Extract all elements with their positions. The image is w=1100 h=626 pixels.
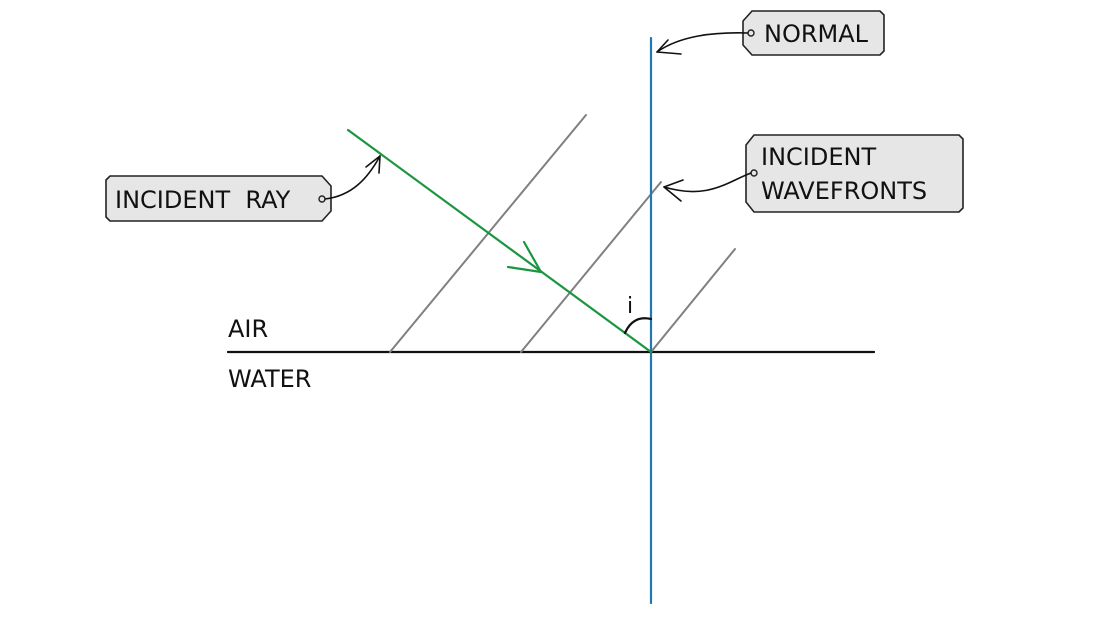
normal-tag: NORMAL (656, 10, 885, 56)
incident-wavefronts-pointer-arrowhead (663, 179, 684, 202)
water-label: WATER (228, 365, 311, 393)
incident-wavefronts-tag-label-line-2: WAVEFRONTS (761, 177, 927, 205)
angle-of-incidence-arc (623, 317, 653, 335)
angle-of-incidence-label: i (627, 294, 633, 319)
incident-ray-tag: INCIDENT RAY (105, 155, 381, 222)
normal-tag-shape (742, 10, 885, 56)
incident-ray-pointer-line (324, 155, 381, 200)
incident-wavefronts-tag: INCIDENT WAVEFRONTS (663, 134, 964, 213)
incident-ray-pointer-arrowhead (365, 155, 381, 174)
normal-pointer-arrowhead (656, 39, 682, 55)
incident-ray-tag-label: INCIDENT RAY (115, 186, 291, 214)
normal-tag-label: NORMAL (764, 20, 869, 48)
incident-ray (346, 128, 653, 354)
normal-pointer-line (656, 32, 749, 53)
incident-ray-line (346, 128, 653, 354)
incident-wavefronts-pointer-line (663, 172, 752, 193)
incident-wavefronts-tag-label-line-1: INCIDENT (761, 143, 876, 171)
incident-wavefronts-tag-shape (745, 134, 964, 213)
incident-ray-arrowhead (506, 240, 543, 274)
wavefront-2 (520, 181, 662, 353)
incident-wavefronts (389, 114, 736, 353)
wavefront-3 (650, 248, 736, 353)
air-label: AIR (228, 315, 268, 343)
incident-ray-tag-shape (105, 175, 332, 222)
